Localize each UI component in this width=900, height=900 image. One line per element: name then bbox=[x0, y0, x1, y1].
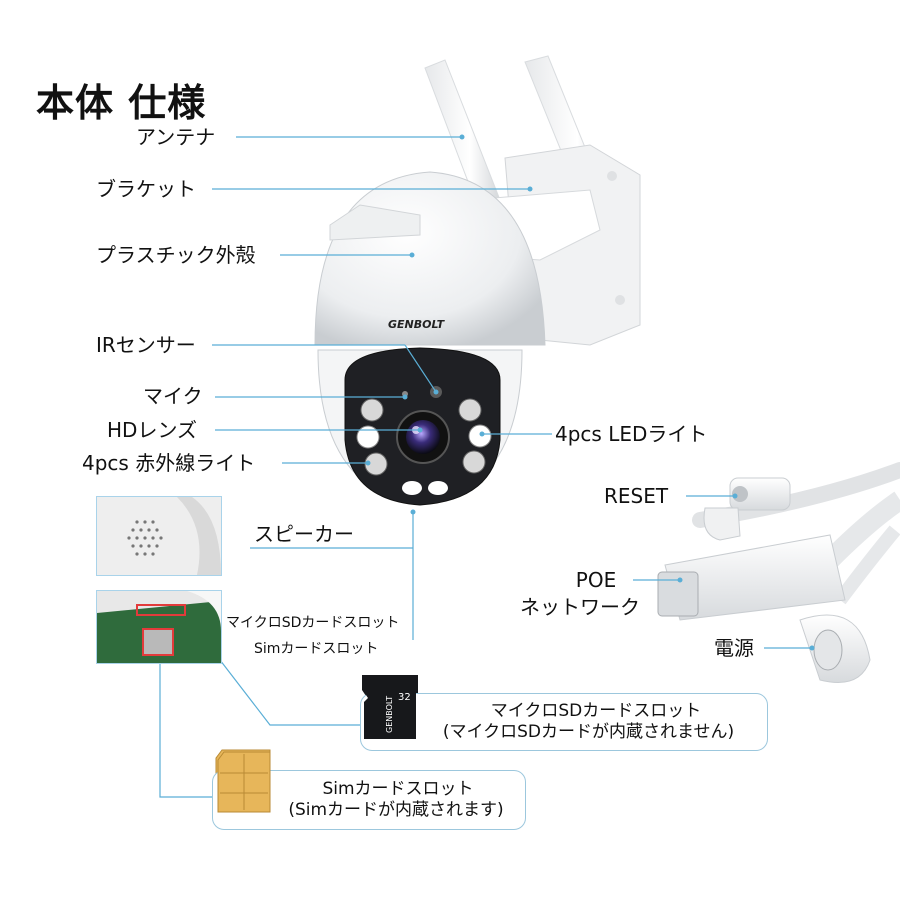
camera-logo: GENBOLT bbox=[388, 318, 446, 331]
slot-photo bbox=[96, 590, 222, 664]
label-antenna: アンテナ bbox=[136, 125, 216, 149]
camera-head bbox=[317, 347, 523, 506]
leader-dots bbox=[365, 134, 815, 651]
callout-microsd-title: マイクロSDカードスロット bbox=[490, 701, 702, 721]
callout-microsd: マイクロSDカードスロット (マイクロSDカードが内蔵されません) bbox=[360, 693, 768, 751]
label-mic: マイク bbox=[143, 384, 203, 408]
label-speaker: スピーカー bbox=[254, 522, 354, 546]
page-title: 本体 仕様 bbox=[36, 81, 207, 125]
callout-sim: Simカードスロット (Simカードが内蔵されます) bbox=[212, 770, 526, 830]
label-microsd-slot-small: マイクロSDカードスロット bbox=[226, 615, 400, 631]
speaker-photo bbox=[96, 496, 222, 576]
label-bracket: ブラケット bbox=[96, 177, 196, 201]
callout-microsd-note: (マイクロSDカードが内蔵されません) bbox=[442, 722, 735, 742]
callout-sim-title: Simカードスロット bbox=[322, 779, 474, 799]
label-ir-sensor: IRセンサー bbox=[96, 333, 196, 357]
cable-assembly bbox=[657, 462, 900, 683]
leader-lines bbox=[159, 136, 812, 798]
label-poe: POE bbox=[575, 568, 617, 592]
callout-sim-note: (Simカードが内蔵されます) bbox=[288, 800, 504, 820]
label-ir-light: 4pcs 赤外線ライト bbox=[82, 451, 256, 475]
label-hd-lens: HDレンズ bbox=[107, 418, 198, 442]
label-sim-slot-small: Simカードスロット bbox=[254, 641, 379, 657]
label-plastic-shell: プラスチック外殻 bbox=[96, 243, 256, 267]
label-led-light: 4pcs LEDライト bbox=[555, 422, 708, 446]
label-power: 電源 bbox=[714, 636, 754, 660]
label-reset: RESET bbox=[604, 484, 669, 508]
label-network: ネットワーク bbox=[520, 595, 640, 619]
camera-dome: GENBOLT bbox=[314, 171, 546, 346]
